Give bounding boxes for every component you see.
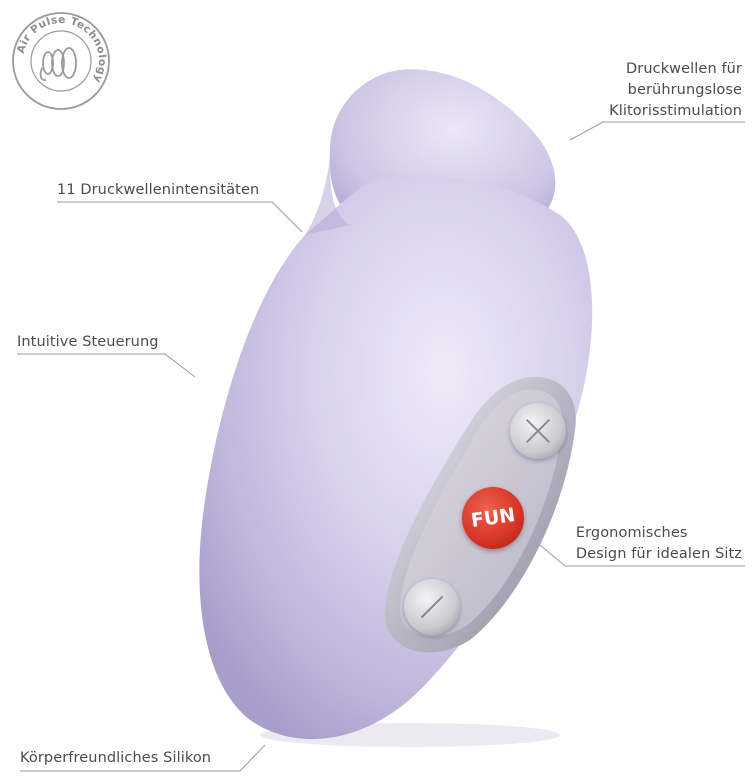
- label-ergonomic-line-2: Design für idealen Sitz: [575, 546, 742, 562]
- minus-icon: −: [404, 579, 460, 635]
- label-pressure-waves-line-1: Druckwellen für: [626, 61, 742, 77]
- label-pressure-waves-line-3: Klitorisstimulation: [609, 103, 742, 119]
- label-controls: Intuitive Steuerung: [17, 334, 159, 350]
- label-intensities: 11 Druckwellenintensitäten: [57, 182, 260, 198]
- label-ergonomic-line-1: Ergonomisches: [575, 525, 688, 541]
- plus-icon: +: [510, 403, 566, 459]
- air-pulse-waves-icon: [39, 47, 77, 81]
- air-pulse-technology-badge: Air Pulse Technology: [12, 12, 110, 110]
- label-pressure-waves: Druckwellen für berührungslose Klitoriss…: [609, 59, 742, 122]
- label-pressure-waves-line-2: berührungslose: [627, 82, 742, 98]
- device-neck-shade: [305, 160, 350, 235]
- label-silicone: Körperfreundliches Silikon: [20, 750, 212, 766]
- label-ergonomic: Ergonomisches Design für idealen Sitz: [576, 523, 742, 565]
- minus-button[interactable]: −: [404, 579, 460, 635]
- fun-power-button[interactable]: FUN: [462, 487, 524, 549]
- plus-button[interactable]: +: [510, 403, 566, 459]
- fun-logo: FUN: [469, 504, 517, 532]
- device-body: [199, 175, 593, 740]
